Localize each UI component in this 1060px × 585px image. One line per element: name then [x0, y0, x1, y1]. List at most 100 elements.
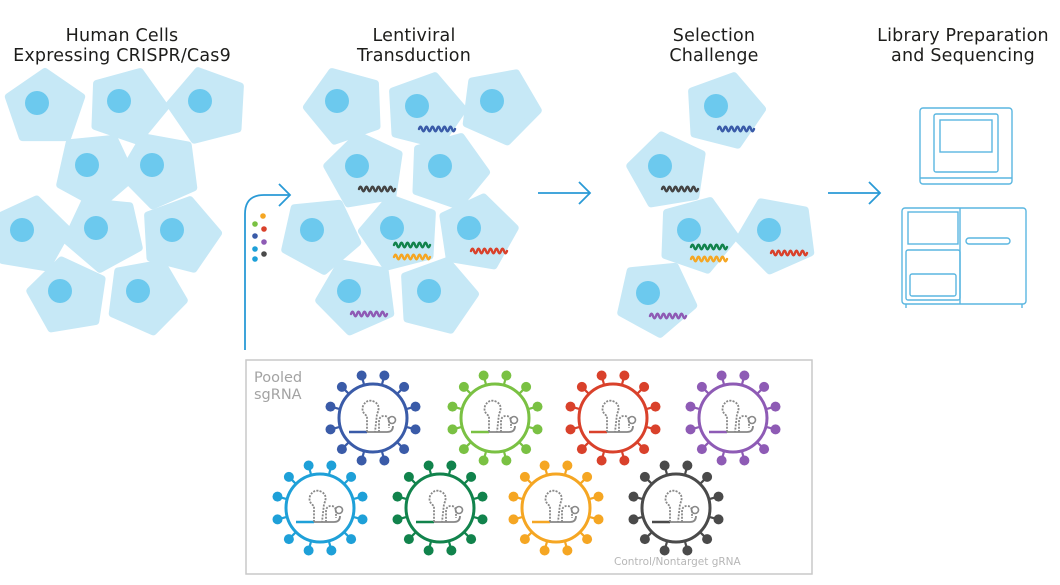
- cell-icon: [412, 133, 490, 210]
- virus-spike: [403, 534, 414, 545]
- sgRNA-wave-icon: [689, 243, 729, 251]
- cell-nucleus: [84, 216, 108, 240]
- virus-capsid: [337, 382, 409, 454]
- sgRNA-wave-icon: [648, 312, 688, 320]
- virus-spike: [336, 444, 347, 455]
- virus-spike: [565, 401, 576, 412]
- sgRNA-hairpin-icon: [652, 489, 700, 524]
- arrow-right-icon: [538, 181, 592, 205]
- virus-spike: [325, 401, 336, 412]
- virus-icon: [447, 370, 543, 466]
- virus-spike: [446, 545, 457, 556]
- virus-layer: [272, 370, 781, 556]
- virus-spike: [466, 534, 477, 545]
- virus-spike: [539, 460, 550, 471]
- cell-icon: [4, 68, 86, 142]
- virus-spike: [458, 381, 469, 392]
- cell-nucleus: [188, 89, 212, 113]
- virus-spike: [477, 491, 488, 502]
- virus-capsid: [697, 382, 769, 454]
- sgRNA-wave-icon: [417, 125, 457, 133]
- sequencer-top-unit: [919, 107, 1013, 185]
- virus-spike: [650, 401, 661, 412]
- stage-title-4-line2: and Sequencing: [891, 46, 1035, 66]
- virus-spike: [501, 455, 512, 466]
- virus-spike: [283, 534, 294, 545]
- virus-spike: [576, 444, 587, 455]
- cell-nucleus: [48, 279, 72, 303]
- cell-nucleus: [107, 89, 131, 113]
- virus-spike: [639, 381, 650, 392]
- virus-icon: [325, 370, 421, 466]
- cell-icon: [26, 256, 106, 333]
- cell-icon: [462, 69, 542, 146]
- virus-spike: [466, 471, 477, 482]
- virus-spike: [357, 514, 368, 525]
- cell-body: [412, 133, 490, 210]
- cell-icon: [144, 196, 222, 273]
- virus-spike: [272, 491, 283, 502]
- virus-spike: [639, 534, 650, 545]
- virus-spike: [770, 401, 781, 412]
- virus-capsid: [520, 472, 592, 544]
- virus-dot: [252, 221, 258, 227]
- cell-icon: [401, 257, 479, 334]
- virus-dot: [261, 239, 267, 245]
- stage-title-1-line2: Expressing CRISPR/Cas9: [13, 46, 231, 66]
- virus-spike: [639, 471, 650, 482]
- cell-nucleus: [677, 218, 701, 242]
- virus-spike: [593, 491, 604, 502]
- virus-spike: [379, 370, 390, 381]
- sequencer-screen: [939, 119, 993, 153]
- virus-capsid: [404, 472, 476, 544]
- virus-spike: [576, 381, 587, 392]
- cell-body: [108, 259, 188, 336]
- sgRNA-hairpin-icon: [416, 489, 464, 524]
- virus-spike: [283, 471, 294, 482]
- virus-spike: [303, 460, 314, 471]
- virus-spike: [521, 381, 532, 392]
- virus-spike: [696, 444, 707, 455]
- cell-body: [0, 195, 72, 272]
- virus-capsid: [459, 382, 531, 454]
- virus-spike: [478, 455, 489, 466]
- virus-spike: [357, 491, 368, 502]
- sgRNA-hairpin-icon: [349, 399, 397, 434]
- cell-nucleus: [75, 153, 99, 177]
- virus-capsid: [640, 472, 712, 544]
- cell-nucleus: [160, 218, 184, 242]
- virus-spike: [519, 471, 530, 482]
- virus-spike: [759, 381, 770, 392]
- virus-spike: [713, 514, 724, 525]
- cell-nucleus: [25, 91, 49, 115]
- cell-icon: [166, 67, 244, 144]
- virus-spike: [659, 460, 670, 471]
- cell-nucleus: [10, 218, 34, 242]
- arrows-layer: [244, 181, 882, 350]
- sgRNA-wave-icon: [689, 255, 729, 263]
- cell-nucleus: [325, 89, 349, 113]
- virus-spike: [326, 545, 337, 556]
- pooled-sgRNA-label: Pooled sgRNA: [254, 370, 302, 404]
- virus-spike: [716, 455, 727, 466]
- virus-spike: [562, 460, 573, 471]
- virus-spike: [325, 424, 336, 435]
- virus-spike: [682, 545, 693, 556]
- sgRNA-hairpin-icon: [589, 399, 637, 434]
- cell-icon: [0, 195, 72, 272]
- virus-spike: [685, 424, 696, 435]
- sgRNA-hairpin-icon: [296, 489, 344, 524]
- virus-spike: [685, 401, 696, 412]
- cell-nucleus: [417, 279, 441, 303]
- virus-icon: [565, 370, 661, 466]
- virus-spike: [346, 534, 357, 545]
- virus-spike: [447, 401, 458, 412]
- virus-spike: [521, 444, 532, 455]
- virus-spike: [477, 514, 488, 525]
- virus-spike: [508, 491, 519, 502]
- stage-title-3-line1: Selection: [672, 26, 756, 46]
- virus-spike: [501, 370, 512, 381]
- cell-icon: [661, 197, 739, 274]
- virus-spike: [593, 514, 604, 525]
